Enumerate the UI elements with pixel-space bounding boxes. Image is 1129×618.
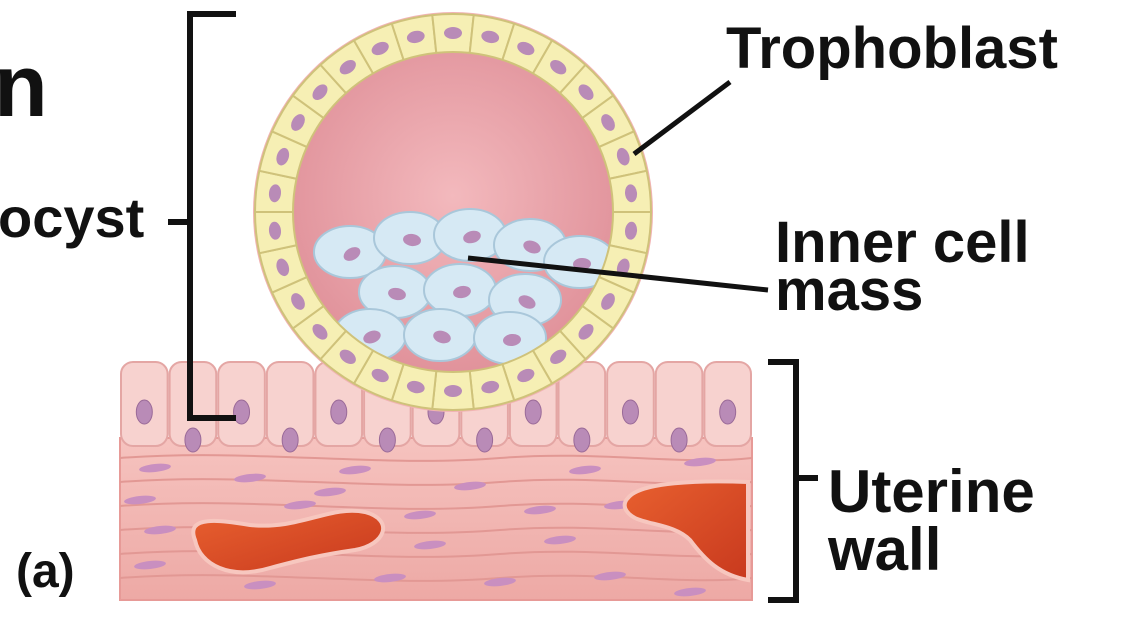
uterine-wall-bracket <box>768 362 796 600</box>
epithelial-nucleus <box>185 428 201 452</box>
trophoblast-leader-line <box>634 82 730 154</box>
epithelial-nucleus <box>477 428 493 452</box>
blastocyst <box>253 12 653 412</box>
epithelial-nucleus <box>720 400 736 424</box>
panel-label: (a) <box>16 548 75 596</box>
epithelial-nucleus <box>574 428 590 452</box>
uterine-wall-label-line1: Uterine <box>828 462 1035 522</box>
epithelial-nucleus <box>136 400 152 424</box>
trophoblast-nucleus <box>444 27 462 39</box>
epithelial-nucleus <box>525 400 541 424</box>
epithelial-nucleus <box>671 428 687 452</box>
epithelial-nucleus <box>379 428 395 452</box>
uterine-wall-label-line2: wall <box>828 520 941 580</box>
partial-heading-letter: n <box>0 42 48 130</box>
blastocyst-label: ocyst <box>0 190 144 246</box>
trophoblast-nucleus <box>444 385 462 397</box>
inner-cell-mass-label-line2: mass <box>775 262 923 320</box>
trophoblast-label: Trophoblast <box>726 20 1058 78</box>
blastocyst-bracket <box>190 14 236 418</box>
epithelial-nucleus <box>282 428 298 452</box>
epithelial-nucleus <box>331 400 347 424</box>
epithelial-nucleus <box>622 400 638 424</box>
